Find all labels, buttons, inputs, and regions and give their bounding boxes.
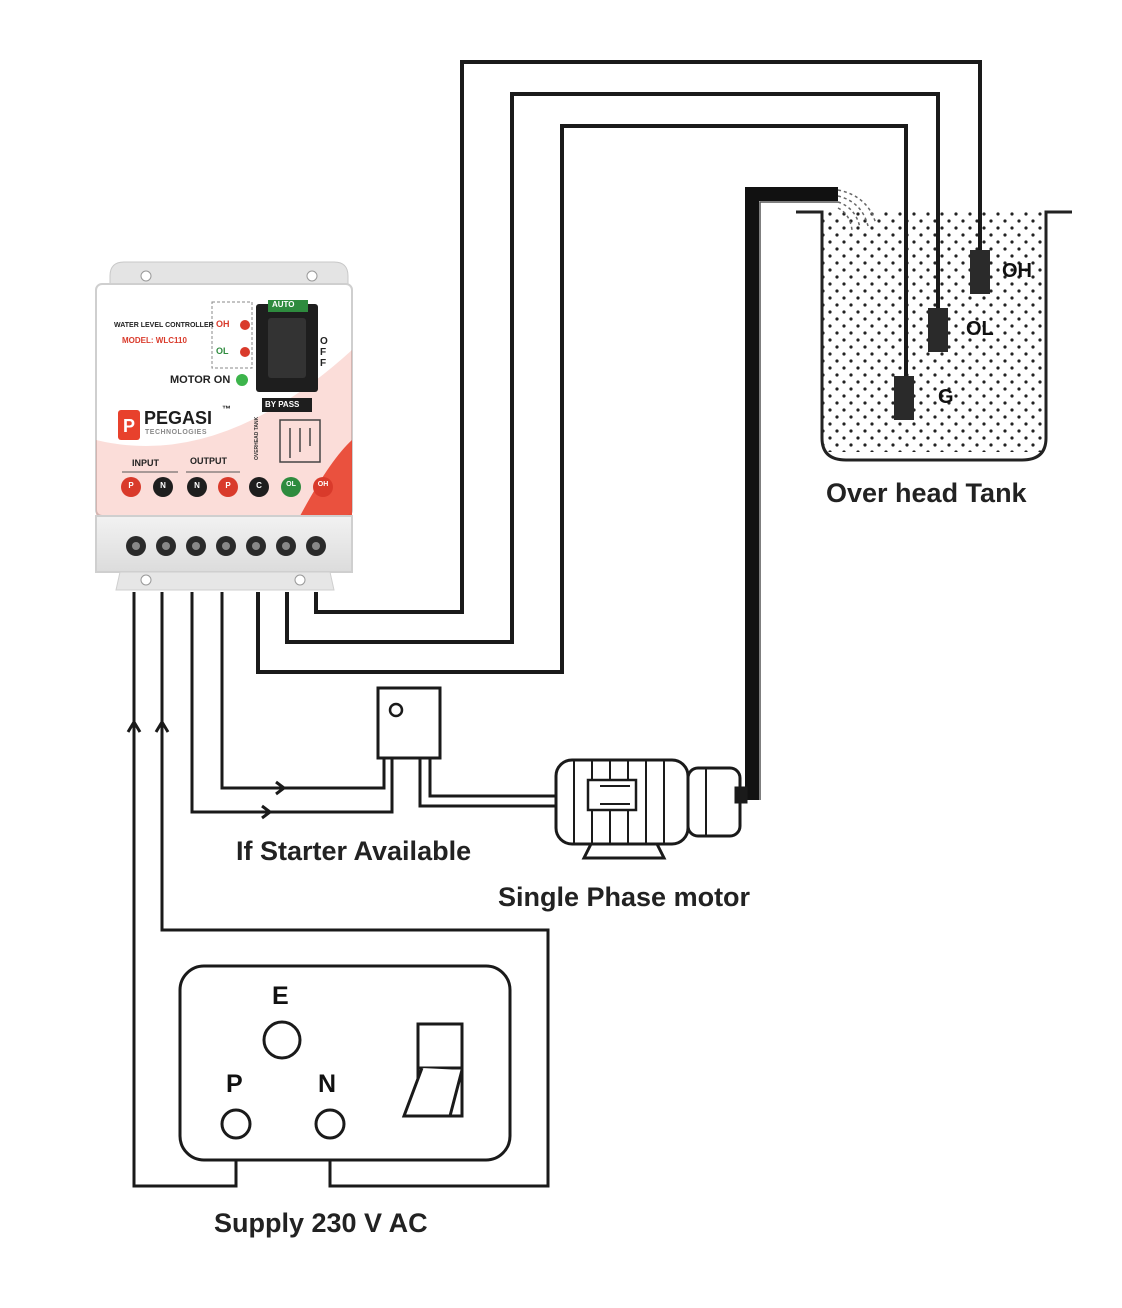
ol-led <box>240 347 250 357</box>
supply-wires <box>126 592 550 1188</box>
starter-motor-wire-2 <box>428 758 600 798</box>
screw-terminals <box>126 536 326 556</box>
oh-wire <box>314 60 982 614</box>
terminal-label-c: C <box>256 481 262 490</box>
arrow-output-p <box>275 780 287 796</box>
single-phase-motor <box>554 758 748 860</box>
arrow-output-n <box>261 804 273 820</box>
common-wire <box>256 124 908 674</box>
earth-pin <box>262 1020 302 1060</box>
terminal-labels <box>121 477 333 497</box>
controller-title: WATER LEVEL CONTROLLER <box>114 322 214 329</box>
supply-n-wire <box>160 592 550 1188</box>
brand-subtitle: TECHNOLOGIES <box>145 429 208 436</box>
arrow-supply-p <box>126 719 142 733</box>
probe-label-ol: OL <box>966 318 994 340</box>
starter-label: If Starter Available <box>236 836 472 866</box>
output-p-wire <box>220 592 386 790</box>
terminal-label-oh: OH <box>317 481 329 488</box>
probe-oh <box>970 250 990 294</box>
terminal-label-p-out: P <box>225 481 231 490</box>
probe-wires <box>256 60 982 674</box>
input-label: INPUT <box>132 458 159 468</box>
socket-earth-label: E <box>272 982 289 1010</box>
motor-on-label: MOTOR ON <box>170 374 231 386</box>
oh-led <box>240 320 250 330</box>
output-label: OUTPUT <box>190 456 227 466</box>
wall-socket <box>178 964 512 1162</box>
switch-auto-label: AUTO <box>272 300 295 309</box>
controller-model: MODEL: WLC110 <box>122 336 187 345</box>
tank-wall <box>796 210 1072 462</box>
ol-wire <box>285 92 940 644</box>
brand-logo <box>118 410 140 440</box>
tank-probes <box>894 250 990 420</box>
output-wires <box>190 592 600 820</box>
phase-pin <box>220 1108 252 1140</box>
brand-trademark: ™ <box>222 404 231 414</box>
delivery-pipe <box>745 187 877 800</box>
arrow-supply-n <box>154 719 170 733</box>
controller-device: P <box>95 261 353 591</box>
starter-motor-wire-1 <box>418 758 600 808</box>
probe-g <box>894 376 914 420</box>
switch-off-label: OFF <box>320 336 328 369</box>
terminal-label-ol: OL <box>286 481 296 488</box>
brand-name: PEGASI <box>144 408 213 428</box>
probe-label-g: G <box>938 386 954 408</box>
switch-bypass-label: BY PASS <box>265 400 300 409</box>
supply-p-wire <box>132 592 238 1188</box>
terminal-label-n-in: N <box>160 481 166 490</box>
socket-neutral-label: N <box>318 1070 337 1098</box>
mini-tank-caption: OVERHEAD TANK <box>254 416 260 460</box>
socket-switch <box>401 1022 464 1118</box>
tank-label: Over head Tank <box>826 478 1027 508</box>
terminal-label-p-in: P <box>128 481 134 490</box>
probe-label-oh: OH <box>1002 260 1032 282</box>
probe-ol <box>928 308 948 352</box>
ol-led-label: OL <box>216 346 229 356</box>
motor-label: Single Phase motor <box>498 882 751 912</box>
supply-label: Supply 230 V AC <box>214 1208 428 1238</box>
socket-phase-label: P <box>226 1070 243 1098</box>
brand-logo-letter: P <box>123 416 135 436</box>
oh-led-label: OH <box>216 319 230 329</box>
terminal-label-n-out: N <box>194 481 200 490</box>
starter-box <box>376 686 442 760</box>
neutral-pin <box>314 1108 346 1140</box>
output-n-wire <box>190 592 394 814</box>
motor-on-led <box>236 374 248 386</box>
